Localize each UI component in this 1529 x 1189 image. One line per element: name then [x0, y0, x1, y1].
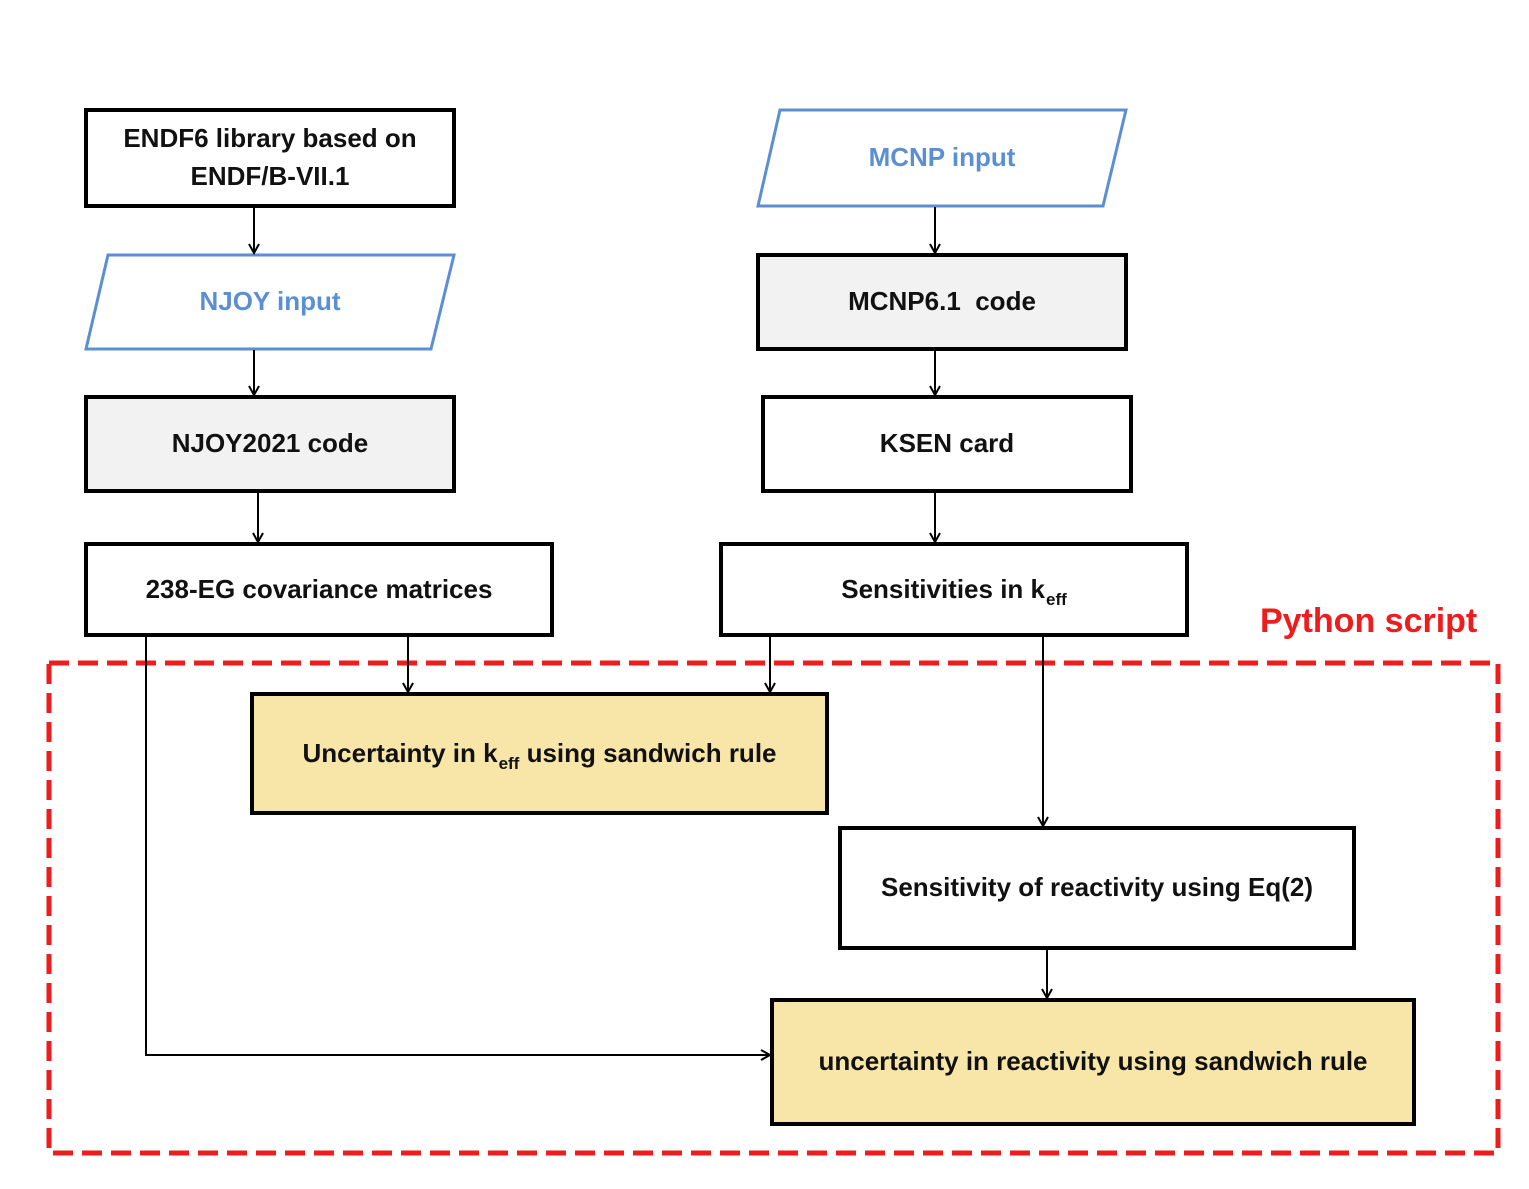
uncertainty-keff-label: Uncertainty in keff using sandwich rule [252, 694, 827, 813]
endf6-library-line1: ENDF6 library based on [123, 123, 417, 154]
covariance-matrices-box [84, 542, 554, 637]
sensitivities-keff-label: Sensitivities in keff [721, 544, 1187, 635]
njoy-input-parallelogram [84, 253, 456, 351]
python-script-group-border [46, 660, 1501, 1156]
mcnp61-code-box [756, 253, 1128, 351]
python-script-label: Python script [1260, 602, 1478, 640]
endf6-library-label: ENDF6 library based on ENDF/B-VII.1 [86, 110, 454, 206]
uncertainty-reactivity-label: uncertainty in reactivity using sandwich… [818, 1046, 1368, 1077]
arrow-covariance-to-uncertainty-reactivity [145, 636, 770, 1055]
mcnp-input-parallelogram [756, 108, 1128, 208]
endf6-library-line2: ENDF/B-VII.1 [190, 161, 350, 191]
njoy-input-label: NJOY input [199, 286, 341, 317]
endf6-library-box [84, 108, 456, 208]
mcnp61-code-label: MCNP6.1 code [758, 255, 1126, 349]
uncertainty-keff-text-before: Uncertainty in k [302, 737, 498, 768]
ksen-card-label: KSEN card [879, 428, 1015, 459]
sensitivities-keff-box [719, 542, 1189, 637]
ksen-card-box [761, 395, 1133, 493]
sensitivity-reactivity-box [838, 826, 1356, 950]
sensitivities-keff-text: Sensitivities in k [841, 573, 1045, 604]
sensitivities-keff-subscript: eff [1045, 589, 1067, 609]
covariance-matrices-label: 238-EG covariance matrices [145, 573, 493, 604]
uncertainty-keff-box [250, 692, 829, 815]
uncertainty-reactivity-box [770, 998, 1416, 1126]
mcnp61-code-text: MCNP6.1 code [848, 286, 1036, 317]
njoy2021-code-label: NJOY2021 code [171, 428, 369, 459]
mcnp-input-label: MCNP input [868, 142, 1016, 173]
uncertainty-keff-subscript: eff [498, 753, 520, 773]
njoy2021-code-box [84, 395, 456, 493]
sensitivity-reactivity-label: Sensitivity of reactivity using Eq(2) [881, 872, 1313, 903]
uncertainty-keff-text-after: using sandwich rule [519, 737, 777, 768]
